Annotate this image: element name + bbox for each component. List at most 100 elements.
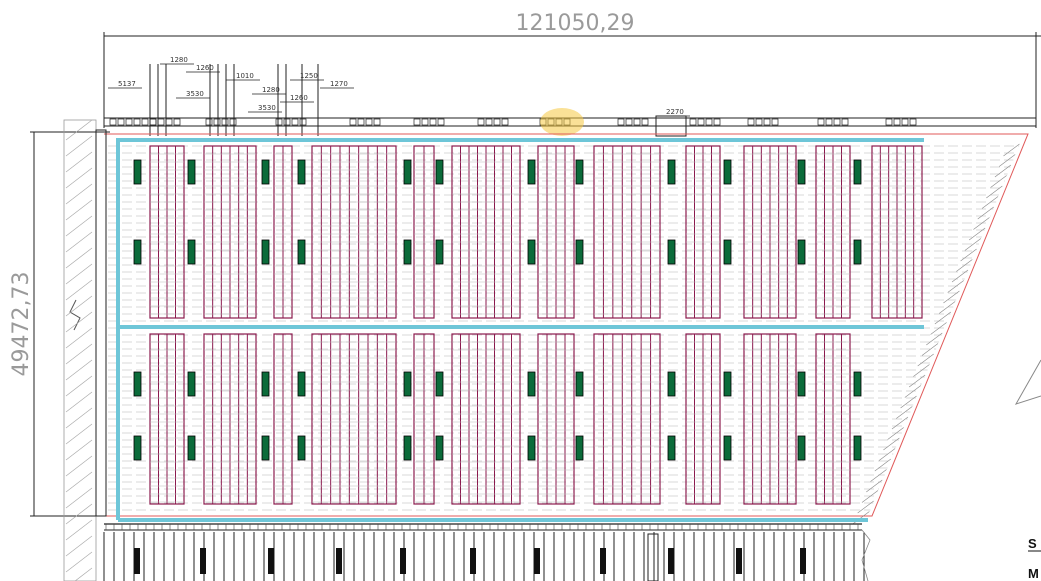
rack xyxy=(537,145,575,319)
edge-hatch-line xyxy=(891,416,909,430)
structural-column xyxy=(575,371,584,397)
callout-dimension-label: 1270 xyxy=(330,80,348,88)
structural-column xyxy=(133,435,142,461)
structural-column xyxy=(667,435,676,461)
hatch-line xyxy=(65,327,93,349)
dock-module xyxy=(755,118,763,126)
hatch-line xyxy=(65,119,93,141)
callout-dimension-label: 3530 xyxy=(258,104,276,112)
aisle-lines xyxy=(116,138,924,522)
edge-hatch-line xyxy=(981,196,999,209)
rack-grid xyxy=(149,145,923,505)
structural-column xyxy=(297,239,306,265)
structural-column xyxy=(853,159,862,185)
hatch-line xyxy=(74,567,93,581)
structural-column xyxy=(797,371,806,397)
dock-leveler xyxy=(600,548,606,574)
dock-module xyxy=(705,118,713,126)
dock-module xyxy=(205,118,213,126)
rack xyxy=(537,333,575,505)
hatch-line xyxy=(65,247,93,269)
north-arrow xyxy=(1014,359,1041,405)
rack xyxy=(273,145,293,319)
dock-module xyxy=(485,118,493,126)
structural-column xyxy=(853,371,862,397)
structural-column xyxy=(435,239,444,265)
hatch-line xyxy=(65,519,93,541)
rack-frame xyxy=(593,145,661,319)
structural-column xyxy=(853,435,862,461)
structural-column xyxy=(435,435,444,461)
dock-leveler xyxy=(134,548,140,574)
dock-leveler xyxy=(336,548,342,574)
dock-module xyxy=(413,118,421,126)
rack xyxy=(149,145,185,319)
callout-dimension-label: 5137 xyxy=(118,80,136,88)
dock-leveler xyxy=(736,548,742,574)
dock-module xyxy=(149,118,157,126)
wall-band xyxy=(63,119,97,581)
hatch-line xyxy=(65,231,93,253)
dock-module xyxy=(141,118,149,126)
edge-hatch-line xyxy=(857,500,874,514)
dock-leveler xyxy=(534,548,540,574)
hatch-line xyxy=(65,391,93,413)
edge-hatch-line xyxy=(1003,143,1020,157)
edge-hatch-line xyxy=(930,322,947,335)
edge-hatch-line xyxy=(870,469,887,482)
dock-module xyxy=(617,118,625,126)
structural-column xyxy=(723,239,732,265)
dock-module xyxy=(299,118,307,126)
edge-hatch-line xyxy=(900,395,917,409)
dock-module xyxy=(825,118,833,126)
edge-hatch-line xyxy=(960,248,977,262)
hatch-line xyxy=(65,311,93,333)
edge-hatch-line xyxy=(986,185,1003,199)
rack xyxy=(871,145,923,319)
dock-module xyxy=(493,118,501,126)
callout-dimension-label: 1280 xyxy=(262,86,280,94)
edge-hatch-line xyxy=(977,206,994,220)
edge-hatch-line xyxy=(908,374,926,388)
structural-column xyxy=(723,159,732,185)
structural-column xyxy=(297,435,306,461)
dock-module xyxy=(109,118,117,126)
edge-hatch-line xyxy=(878,448,896,461)
dock-module xyxy=(165,118,173,126)
overall-width-dimension: 121050,29 xyxy=(103,11,1041,128)
structural-column xyxy=(261,371,270,397)
rack xyxy=(743,145,797,319)
hatch-line xyxy=(65,135,93,157)
left-wall-hatch xyxy=(63,119,97,581)
overall-height-dimension: 49472,73 xyxy=(9,131,110,517)
hatch-line xyxy=(65,471,93,493)
structural-column xyxy=(723,371,732,397)
rack xyxy=(451,145,521,319)
structural-column xyxy=(575,435,584,461)
dock-stair xyxy=(647,533,659,581)
hatch-line xyxy=(65,487,93,509)
structural-column xyxy=(723,435,732,461)
structural-column xyxy=(435,159,444,185)
rack xyxy=(413,333,435,505)
structural-column xyxy=(187,435,196,461)
hatch-line xyxy=(65,503,93,525)
dock-module xyxy=(213,118,221,126)
dock-module xyxy=(477,118,485,126)
dock-module xyxy=(117,118,125,126)
overall-width-label: 121050,29 xyxy=(516,11,635,36)
hatch-line xyxy=(65,279,93,301)
hatch-line xyxy=(65,295,93,317)
callout-dimension-label: 3530 xyxy=(186,90,204,98)
structural-column xyxy=(797,239,806,265)
edge-hatch-line xyxy=(917,353,934,367)
dock-module xyxy=(713,118,721,126)
edge-hatch-line xyxy=(926,332,943,346)
structural-column xyxy=(435,371,444,397)
diagonal-hatch xyxy=(853,143,1020,524)
dock-module xyxy=(697,118,705,126)
structural-column xyxy=(403,159,412,185)
hatch-line xyxy=(65,407,93,429)
